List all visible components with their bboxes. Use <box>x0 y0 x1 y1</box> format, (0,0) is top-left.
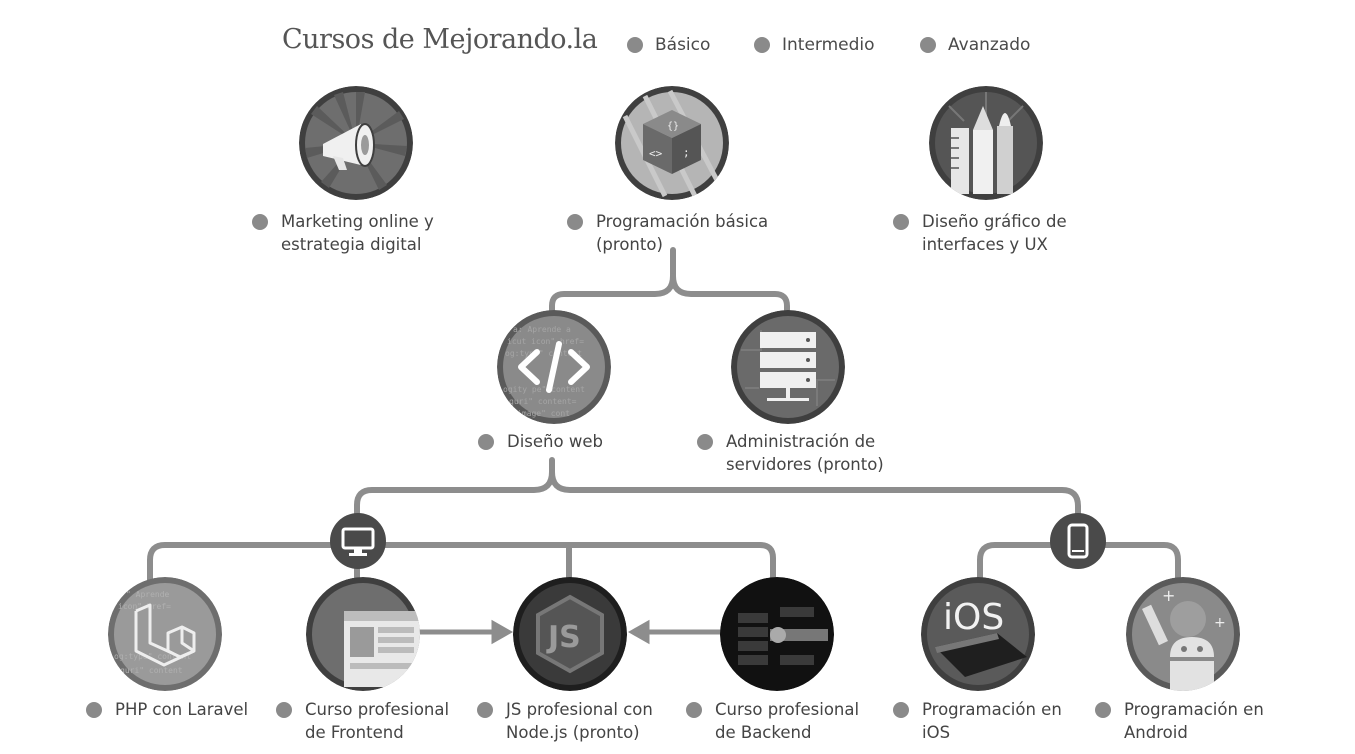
course-android-node[interactable]: + + <box>1126 577 1240 691</box>
course-ios-label[interactable]: Programación en iOS <box>893 698 1062 744</box>
svg-text:+: + <box>1162 586 1175 605</box>
label-line: Diseño gráfico de <box>922 212 1067 231</box>
server-rack-icon <box>731 310 845 424</box>
level-dot <box>1095 702 1111 718</box>
level-dot <box>478 434 494 450</box>
course-diseno-grafico-node[interactable] <box>929 86 1043 200</box>
course-marketing-node[interactable] <box>299 86 413 200</box>
course-frontend-node[interactable] <box>306 577 420 691</box>
svg-text:a: Aprende a: a: Aprende a <box>513 325 571 334</box>
course-ios-node[interactable]: iOS <box>921 577 1035 691</box>
label-line: Curso profesional <box>715 700 860 719</box>
legend-avanzado: Avanzado <box>920 35 1030 55</box>
browser-layout-icon <box>306 577 420 691</box>
svg-text:{}: {} <box>667 121 679 132</box>
design-tools-icon <box>929 86 1043 200</box>
level-dot <box>567 214 583 230</box>
course-android-label[interactable]: Programación en Android <box>1095 698 1264 744</box>
svg-text:quri" content: quri" content <box>120 666 183 675</box>
page-title: Cursos de Mejorando.la <box>282 24 598 55</box>
course-backend-label[interactable]: Curso profesional de Backend <box>686 698 859 744</box>
svg-text:image" cont: image" cont <box>517 409 570 418</box>
level-dot <box>697 434 713 450</box>
label-line: Marketing online y <box>281 212 434 231</box>
android-icon: + + <box>1126 577 1240 691</box>
course-backend-node[interactable] <box>720 577 834 691</box>
label-line: Node.js (pronto) <box>506 723 640 742</box>
level-dot <box>686 702 702 718</box>
level-dot <box>276 702 292 718</box>
level-dot <box>86 702 102 718</box>
desktop-monitor-icon <box>341 527 375 556</box>
svg-text:og:type" content: og:type" content <box>505 349 582 358</box>
course-diseno-web-node[interactable]: a: Aprende a icut icon" href= og:type" co… <box>497 310 611 424</box>
level-dot <box>893 702 909 718</box>
level-dot <box>477 702 493 718</box>
svg-text:ogity pe" content: ogity pe" content <box>503 385 585 394</box>
label-line: JS profesional con <box>506 700 653 719</box>
course-programacion-label[interactable]: Programación básica (pronto) <box>567 210 768 256</box>
label-line: Programación básica <box>596 212 769 231</box>
megaphone-icon <box>299 86 413 200</box>
course-programacion-node[interactable]: {} <> ; <box>615 86 729 200</box>
legend-dot <box>754 37 770 53</box>
label-line: Android <box>1124 723 1188 742</box>
level-dot <box>893 214 909 230</box>
nodejs-icon: JS <box>513 577 627 691</box>
label-line: de Backend <box>715 723 812 742</box>
course-nodejs-node[interactable]: JS <box>513 577 627 691</box>
svg-text:iOS: iOS <box>943 597 1004 638</box>
ios-icon: iOS <box>921 577 1035 691</box>
course-laravel-label[interactable]: PHP con Laravel <box>86 698 248 721</box>
legend-dot <box>627 37 643 53</box>
label-line: iOS <box>922 723 951 742</box>
label-line: Diseño web <box>507 432 603 451</box>
label-line: (pronto) <box>596 235 663 254</box>
label-line: Curso profesional <box>305 700 450 719</box>
legend-label: Intermedio <box>782 35 875 55</box>
code-cube-icon: {} <> ; <box>615 86 729 200</box>
legend-basico: Básico <box>627 35 710 55</box>
course-diseno-web-label[interactable]: Diseño web <box>478 430 603 453</box>
legend-dot <box>920 37 936 53</box>
svg-text:icut icon" href=: icut icon" href= <box>507 337 584 346</box>
svg-text:JS: JS <box>546 620 581 655</box>
label-line: estrategia digital <box>281 235 422 254</box>
smartphone-icon <box>1067 523 1089 559</box>
course-servidores-label[interactable]: Administración de servidores (pronto) <box>697 430 884 476</box>
course-diseno-grafico-label[interactable]: Diseño gráfico de interfaces y UX <box>893 210 1067 256</box>
desktop-hub <box>330 513 386 569</box>
svg-text:quri" content=: quri" content= <box>509 397 577 406</box>
course-servidores-node[interactable] <box>731 310 845 424</box>
svg-text:" Aprende: " Aprende <box>126 590 170 599</box>
label-line: Programación en <box>922 700 1062 719</box>
svg-text:;: ; <box>683 146 690 159</box>
label-line: interfaces y UX <box>922 235 1048 254</box>
label-line: Administración de <box>726 432 876 451</box>
legend-intermedio: Intermedio <box>754 35 875 55</box>
legend-label: Avanzado <box>948 35 1031 55</box>
backend-server-icon <box>720 577 834 691</box>
course-frontend-label[interactable]: Curso profesional de Frontend <box>276 698 449 744</box>
label-line: PHP con Laravel <box>115 700 249 719</box>
level-dot <box>252 214 268 230</box>
legend-label: Básico <box>655 35 711 55</box>
svg-text:og:type" content: og:type" content <box>114 652 191 661</box>
mobile-hub <box>1050 513 1106 569</box>
svg-text:<>: <> <box>649 147 663 160</box>
label-line: de Frontend <box>305 723 404 742</box>
svg-text:+: + <box>1214 615 1226 631</box>
label-line: Programación en <box>1124 700 1264 719</box>
html-code-icon: a: Aprende a icut icon" href= og:type" co… <box>497 310 611 424</box>
label-line: servidores (pronto) <box>726 455 884 474</box>
course-marketing-label[interactable]: Marketing online y estrategia digital <box>252 210 434 256</box>
